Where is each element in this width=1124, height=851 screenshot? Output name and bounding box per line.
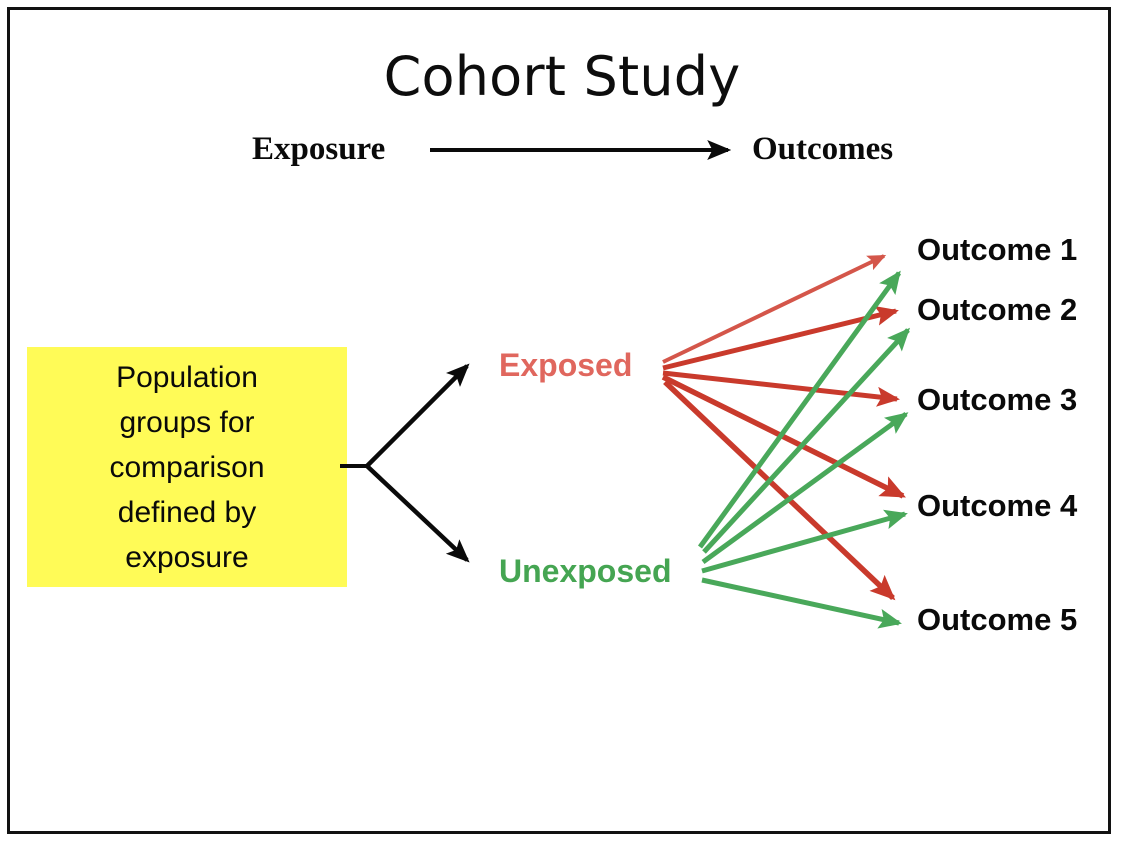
population-box: Population groups for comparison defined…	[27, 347, 347, 587]
outcomes-header-label: Outcomes	[752, 131, 894, 167]
unexposed-group-label: Unexposed	[499, 553, 672, 589]
outcome-label-2: Outcome 2	[917, 292, 1078, 327]
outcome-label-3: Outcome 3	[917, 382, 1078, 417]
page-title: Cohort Study	[383, 45, 741, 108]
population-box-text: Population groups for comparison defined…	[109, 360, 265, 574]
outcome-label-4: Outcome 4	[917, 488, 1078, 523]
outcome-label-1: Outcome 1	[917, 232, 1078, 267]
exposure-header-label: Exposure	[252, 131, 386, 167]
outcome-label-5: Outcome 5	[917, 602, 1078, 637]
exposed-group-label: Exposed	[499, 347, 633, 383]
